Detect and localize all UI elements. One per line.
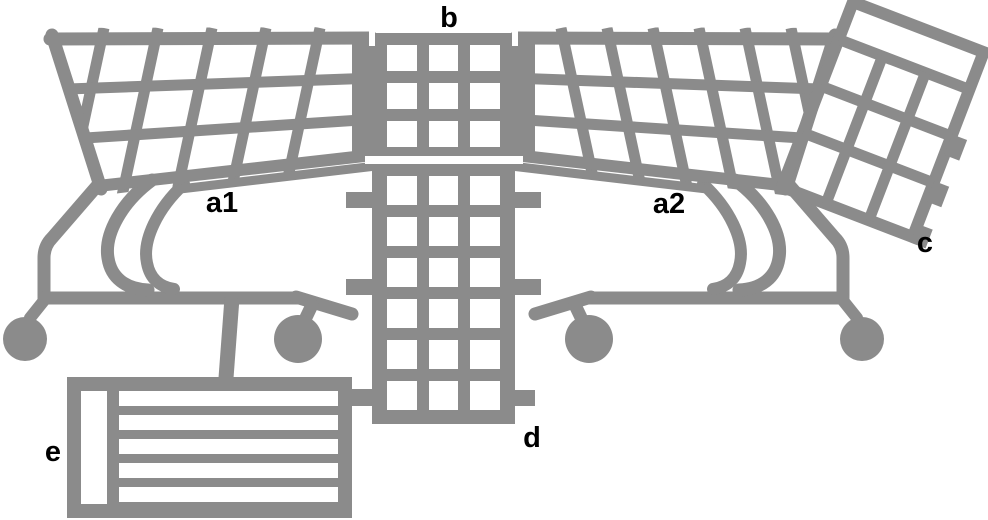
section-gap: [369, 30, 375, 46]
tray-support-post: [218, 297, 240, 379]
column-side-tab: [515, 192, 541, 208]
label-c: c: [917, 227, 933, 259]
column-body-d: [346, 164, 541, 424]
label-b: b: [440, 2, 458, 34]
section-gap: [365, 156, 523, 164]
column-side-tab: [515, 390, 535, 406]
column-basket-b: [372, 33, 515, 158]
basket-c-tab: [926, 181, 950, 208]
tray-e: [67, 377, 374, 518]
basket-c-tab: [944, 134, 968, 161]
column-side-tab: [515, 279, 541, 295]
left-cart-frame: [3, 180, 352, 363]
basket-c: [774, 0, 988, 249]
label-e: e: [45, 436, 61, 468]
label-a2: a2: [653, 188, 685, 220]
tray-e-tab: [352, 389, 374, 406]
section-gap: [512, 30, 518, 46]
column-side-tab: [346, 279, 372, 295]
basket-a2: [506, 27, 844, 196]
label-a1: a1: [206, 187, 238, 219]
basket-c-tab: [910, 223, 933, 249]
basket-a1: [40, 28, 376, 196]
label-d: d: [523, 422, 541, 454]
column-side-tab: [346, 192, 372, 208]
